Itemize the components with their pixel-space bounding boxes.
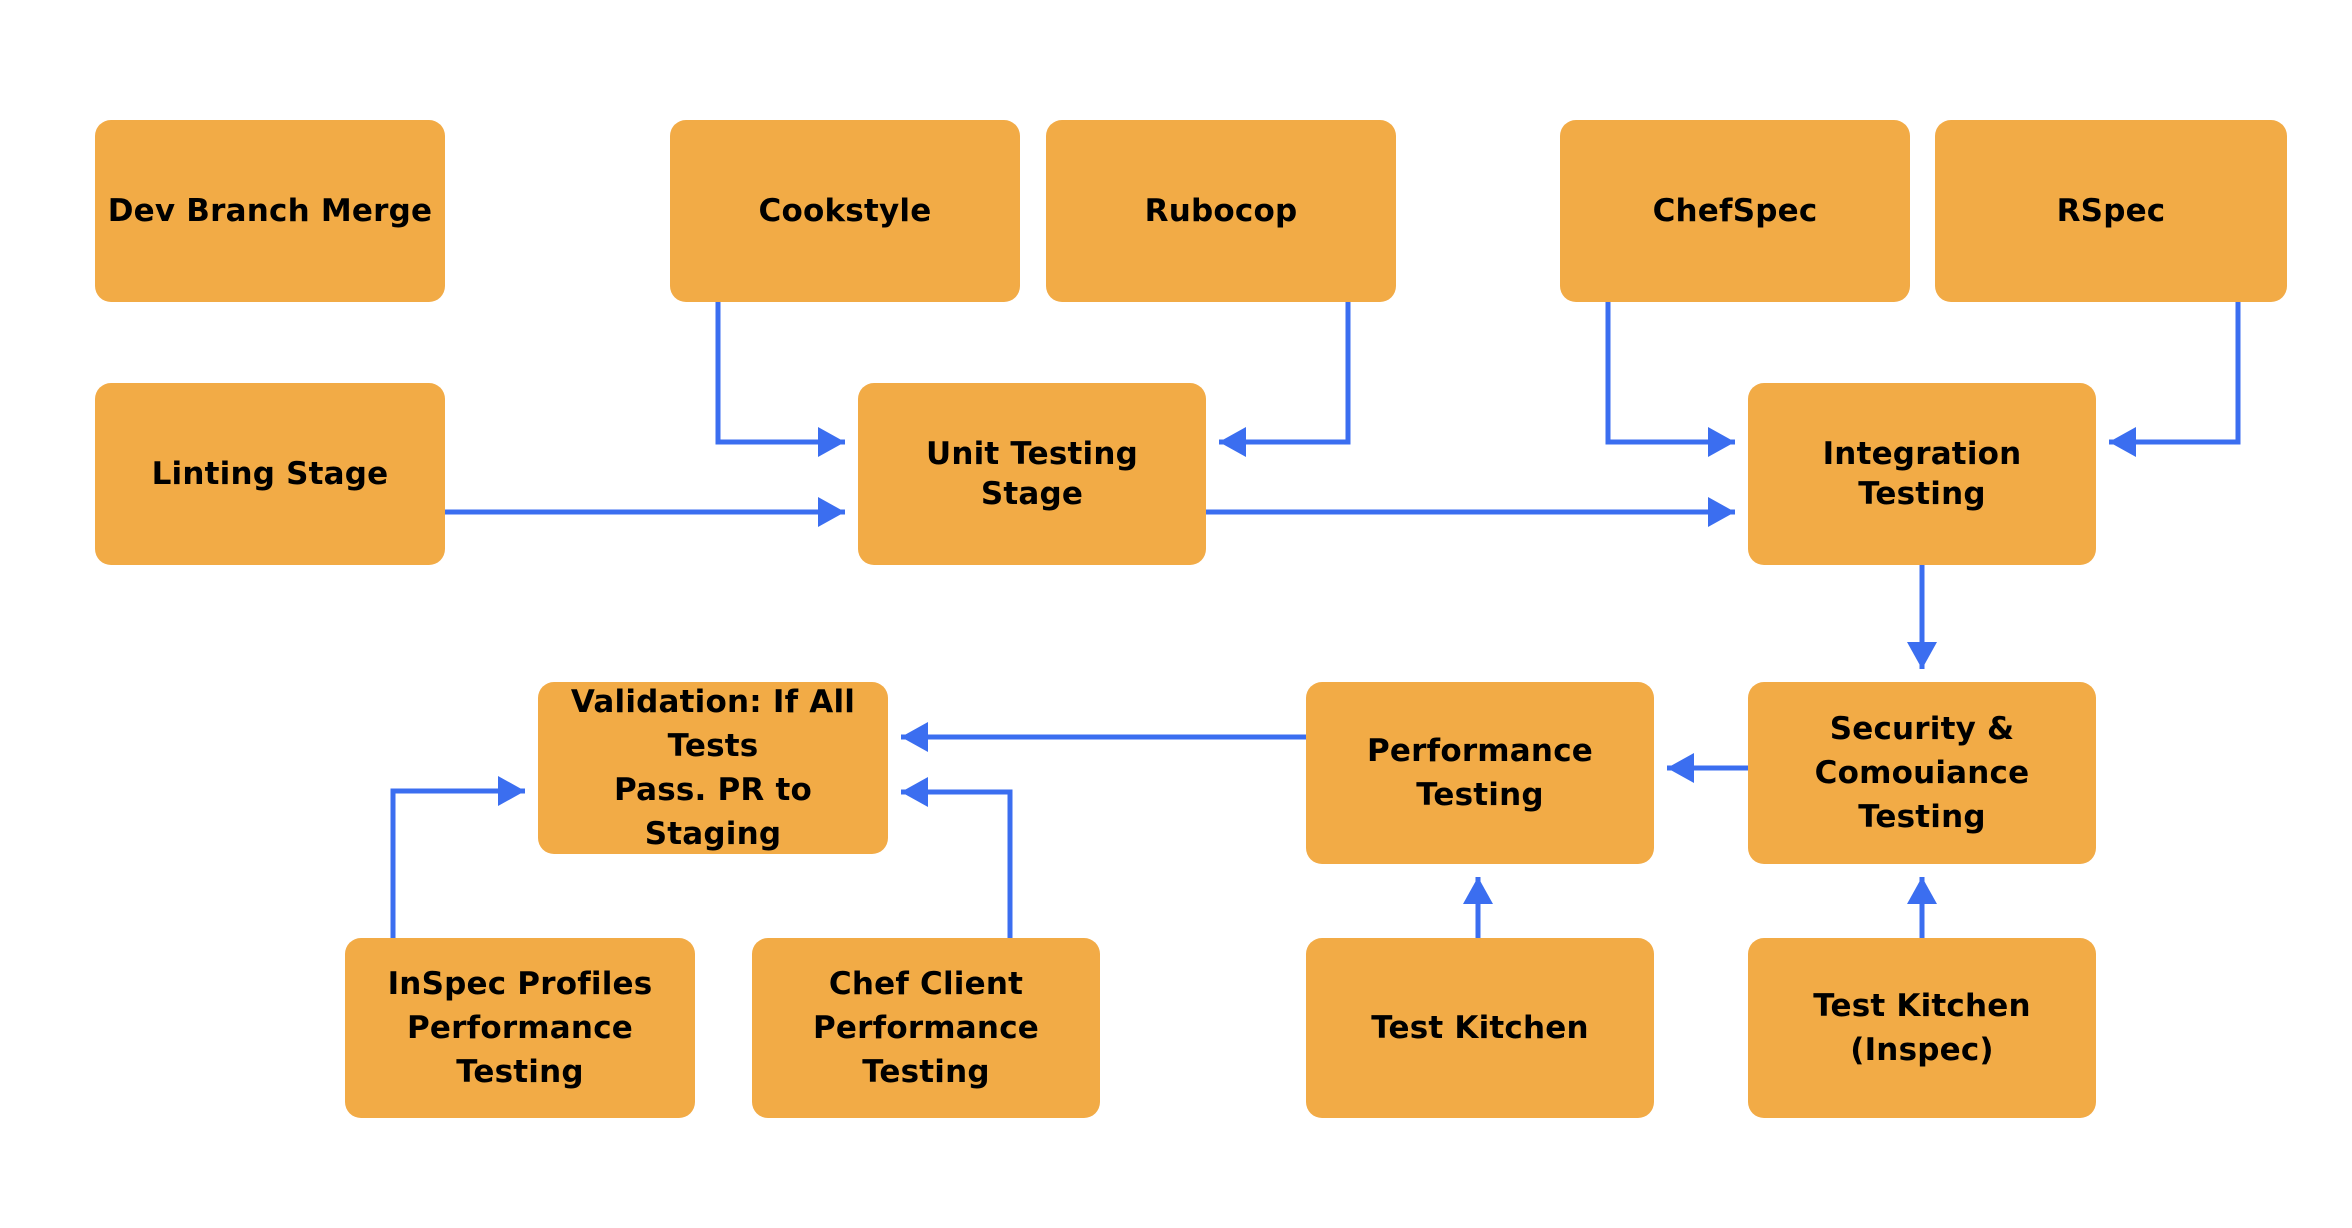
node-chefspec[interactable]: ChefSpec [1560, 120, 1910, 302]
node-test_kitchen[interactable]: Test Kitchen [1306, 938, 1654, 1118]
node-integration_testing[interactable]: Integration Testing [1748, 383, 2096, 565]
edge-testkitchen-to-performance [1463, 877, 1493, 938]
node-cookstyle[interactable]: Cookstyle [670, 120, 1020, 302]
edge-performance-to-validation [901, 722, 1306, 752]
edge-linting-to-unit [445, 497, 845, 527]
edge-testkitchen-inspec-to-security [1907, 877, 1937, 938]
node-dev_branch_merge[interactable]: Dev Branch Merge [95, 120, 445, 302]
edge-cookstyle-to-unit [715, 302, 845, 457]
edge-rubocop-to-unit [1219, 302, 1351, 457]
edge-inspec-to-validation [390, 776, 525, 938]
edge-security-to-performance [1667, 753, 1748, 783]
node-unit_testing_stage[interactable]: Unit Testing Stage [858, 383, 1206, 565]
node-validation[interactable]: Validation: If All Tests Pass. PR to Sta… [538, 682, 888, 854]
edge-chefspec-to-integration [1605, 302, 1735, 457]
node-inspec_profiles[interactable]: InSpec Profiles Performance Testing [345, 938, 695, 1118]
edge-chefclient-to-validation [901, 777, 1013, 938]
node-test_kitchen_inspec[interactable]: Test Kitchen (Inspec) [1748, 938, 2096, 1118]
node-performance_testing[interactable]: Performance Testing [1306, 682, 1654, 864]
node-linting_stage[interactable]: Linting Stage [95, 383, 445, 565]
node-rubocop[interactable]: Rubocop [1046, 120, 1396, 302]
edge-unit-to-integration [1206, 497, 1735, 527]
edge-rspec-to-integration [2109, 302, 2241, 457]
node-security_compliance[interactable]: Security & Comouiance Testing [1748, 682, 2096, 864]
node-rspec[interactable]: RSpec [1935, 120, 2287, 302]
node-chef_client[interactable]: Chef Client Performance Testing [752, 938, 1100, 1118]
edge-integration-to-security [1907, 565, 1937, 669]
